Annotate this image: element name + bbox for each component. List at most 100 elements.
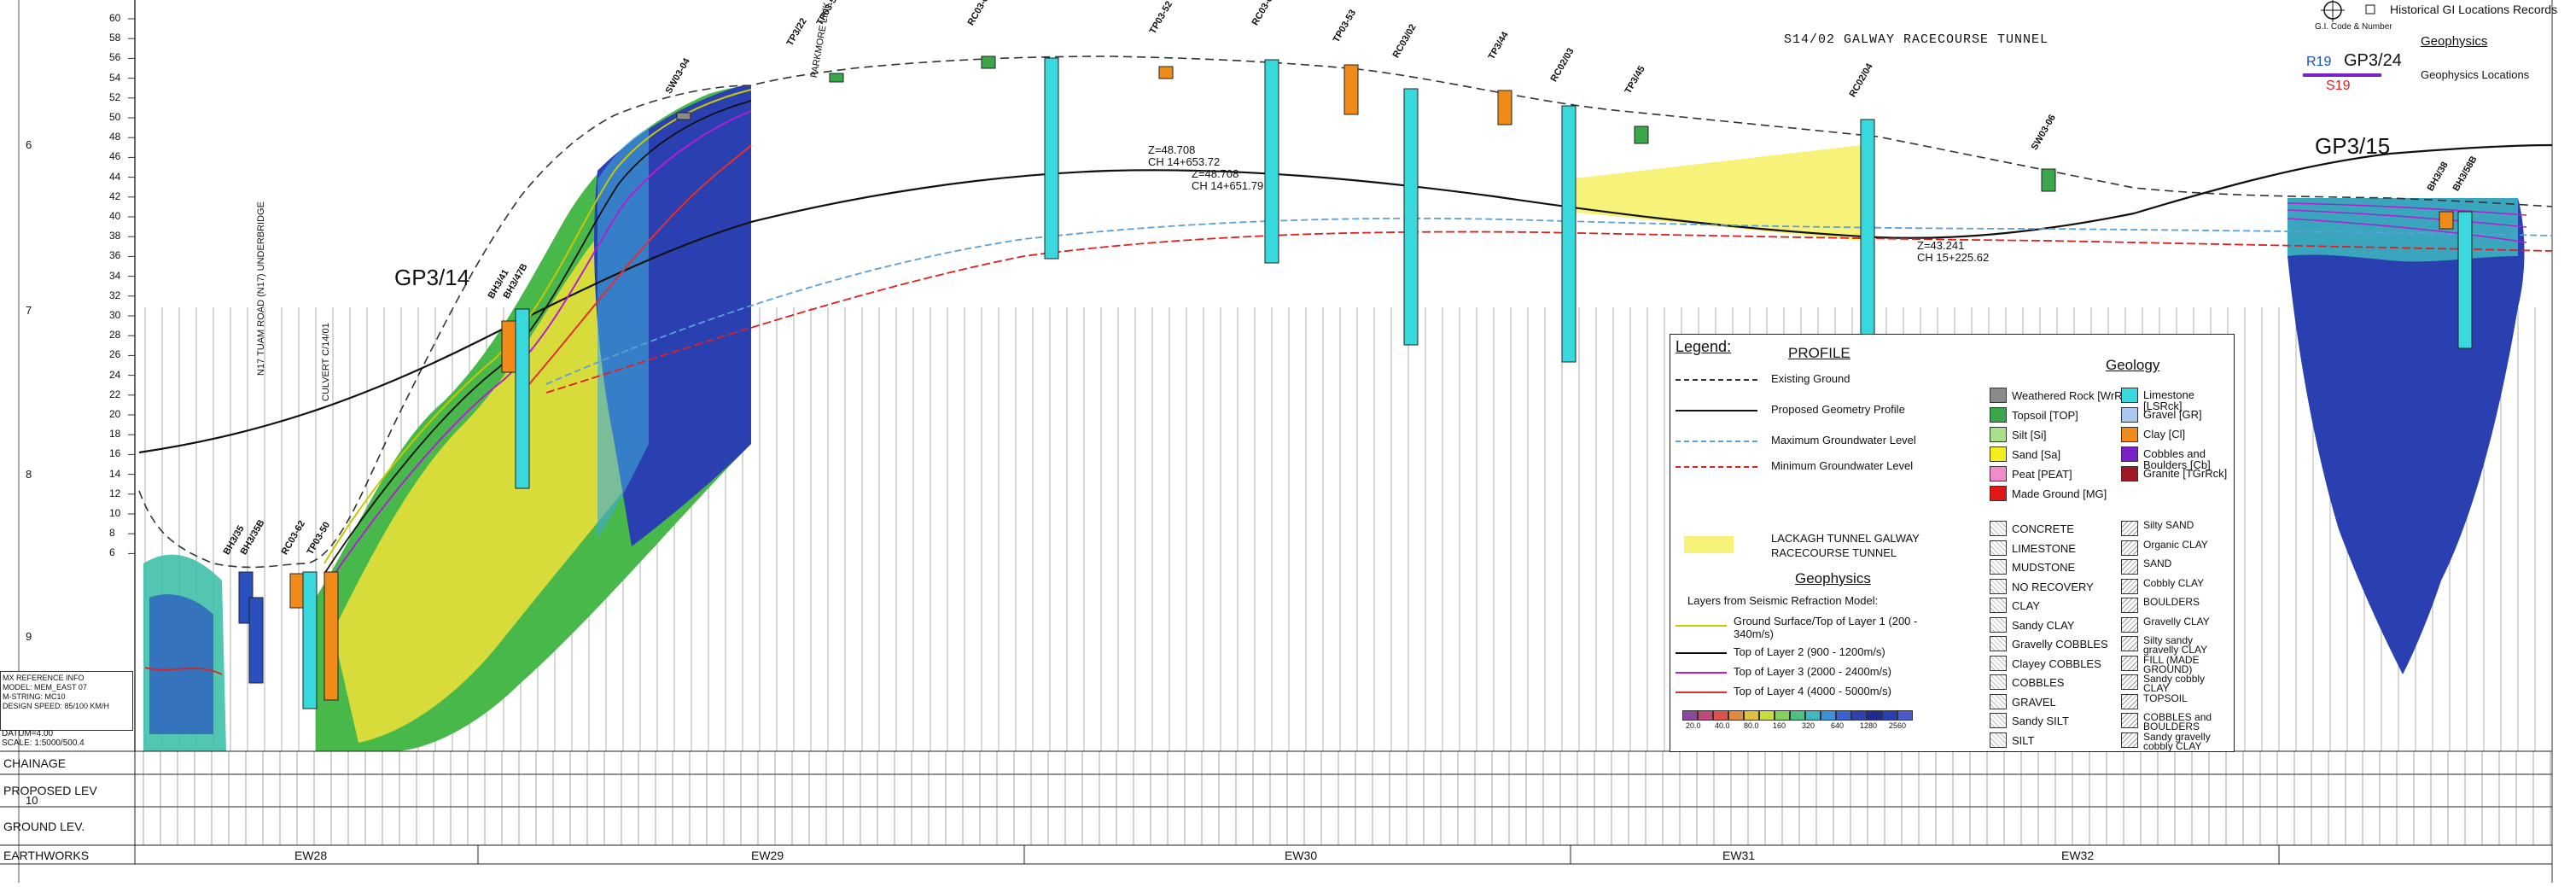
row-marker: 9 <box>26 630 32 643</box>
borehole-column <box>1158 66 1174 79</box>
pattern-label: GRAVEL <box>2012 695 2056 709</box>
scale-cell <box>1836 710 1851 721</box>
borehole-column <box>1044 57 1059 260</box>
legend-panel: Legend: PROFILE Geology Existing Ground … <box>1670 334 2235 752</box>
geology-swatch <box>1990 407 2007 423</box>
scale-cell <box>1882 710 1897 721</box>
elevation-tick-label: 56 <box>109 51 121 64</box>
pattern-swatch <box>1990 674 2007 690</box>
scale-cell <box>1805 710 1821 721</box>
scale-value: 160 <box>1773 721 1786 730</box>
row-marker: 10 <box>26 794 38 807</box>
scale-value: 2560 <box>1889 721 1907 730</box>
borehole-column <box>248 597 264 684</box>
pattern-label: BOULDERS <box>2143 596 2200 608</box>
elevation-tick-label: 20 <box>109 408 121 420</box>
elevation-tick-label: 54 <box>109 71 121 84</box>
scale-value: 640 <box>1831 721 1845 730</box>
borehole-column <box>1264 59 1279 264</box>
scale-cell <box>1744 710 1759 721</box>
earthworks-ew30: EW30 <box>1285 849 1318 862</box>
pattern-swatch <box>1990 693 2007 709</box>
pattern-label: Gravelly COBBLES <box>2012 638 2108 651</box>
geology-swatch <box>2121 427 2138 442</box>
pattern-label: COBBLES <box>2012 676 2065 689</box>
borehole-column <box>302 571 318 709</box>
pattern-label: Cobbly CLAY <box>2143 576 2205 589</box>
geophysics-sub-heading: Geophysics <box>1795 570 1871 586</box>
pattern-swatch <box>1990 578 2007 594</box>
info-line-3: M-STRING: MC10 <box>3 692 66 701</box>
scale-cell <box>1867 710 1882 721</box>
profile-heading: PROFILE <box>1788 345 1850 361</box>
scale-cell <box>1713 710 1728 721</box>
legend-layer4: Top of Layer 4 (4000 - 5000m/s) <box>1734 685 1891 697</box>
geology-label: Topsoil [TOP] <box>2012 409 2078 422</box>
pattern-swatch <box>2121 655 2138 671</box>
pattern-label: NO RECOVERY <box>2012 580 2094 593</box>
legend-min-gw-swatch <box>1676 466 1757 468</box>
legend-max-gw: Maximum Groundwater Level <box>1771 434 1916 446</box>
elevation-tick-label: 30 <box>109 309 121 321</box>
borehole-column <box>1343 64 1359 115</box>
geology-label: Clay [Cl] <box>2143 428 2186 441</box>
gi-location-symbol <box>2321 0 2375 22</box>
datum-label: DATUM=4.00 <box>2 729 54 738</box>
elevation-tick-label: 60 <box>109 12 121 24</box>
elevation-tick-label: 18 <box>109 428 121 441</box>
earthworks-ew31: EW31 <box>1722 849 1756 862</box>
n17-underbridge-note: N17 TUAM ROAD (N17) UNDERBRIDGE <box>256 201 266 376</box>
pattern-label: SILT <box>2012 733 2035 747</box>
pattern-swatch <box>2121 732 2138 748</box>
pattern-swatch <box>1990 521 2007 536</box>
pattern-swatch <box>1990 559 2007 575</box>
legend-layer1: Ground Surface/Top of Layer 1 (200 - 340… <box>1734 615 1918 640</box>
geology-label: Limestone [LSRck] <box>2143 388 2194 412</box>
elevation-tick-label: 52 <box>109 90 121 103</box>
legend-layer1-swatch <box>1676 625 1727 627</box>
pattern-label: Organic CLAY <box>2143 538 2208 551</box>
scale-value: 40.0 <box>1715 721 1730 730</box>
elevation-tick-label: 44 <box>109 170 121 183</box>
max-groundwater-line <box>545 217 2553 385</box>
pattern-swatch <box>2121 540 2138 556</box>
pattern-swatch <box>2121 713 2138 728</box>
legend-tunnel: LACKAGH TUNNEL GALWAY RACECOURSE TUNNEL <box>1771 532 1920 559</box>
reference-info-box: MX REFERENCE INFO MODEL: MEM_EAST 07 M-S… <box>0 671 133 731</box>
scale-cell <box>1775 710 1790 721</box>
scale-label: SCALE: 1:5000/500.4 <box>2 738 85 748</box>
pattern-label: Clayey COBBLES <box>2012 656 2101 670</box>
pattern-label: LIMESTONE <box>2012 541 2076 555</box>
geology-swatch <box>2121 407 2138 423</box>
pattern-label: CONCRETE <box>2012 522 2074 535</box>
seismic-layer-3-line <box>323 110 752 590</box>
elevation-tick-label: 22 <box>109 388 121 400</box>
scale-cell <box>1682 710 1698 721</box>
borehole-column <box>676 112 691 120</box>
earthworks-ew32: EW32 <box>2061 849 2095 862</box>
elevation-axis <box>128 18 135 554</box>
row-marker: 6 <box>26 138 32 151</box>
culvert-note: CULVERT C/14/01 <box>321 323 331 401</box>
borehole-column <box>501 320 516 373</box>
elevation-tick-label: 48 <box>109 131 121 143</box>
elevation-tick-label: 32 <box>109 289 121 301</box>
legend-existing-ground: Existing Ground <box>1771 372 1850 385</box>
pattern-label: Gravelly CLAY <box>2143 615 2210 627</box>
borehole-column <box>1561 105 1576 363</box>
scale-cell <box>1897 710 1913 721</box>
elevation-tick-label: 42 <box>109 190 121 202</box>
pattern-label: COBBLES and BOULDERS <box>2143 711 2212 732</box>
scale-cell <box>1728 710 1744 721</box>
seismic-body-gp3-14-teal <box>597 128 649 538</box>
scale-value: 1280 <box>1860 721 1878 730</box>
gp3-15-label: GP3/15 <box>2315 133 2391 159</box>
legend-tunnel-swatch <box>1684 536 1734 553</box>
seismic-layer-lines-gp3-15 <box>2287 202 2527 243</box>
historical-gi-label: Historical GI Locations Records <box>2390 3 2558 16</box>
pattern-swatch <box>2121 521 2138 536</box>
elevation-tick-label: 26 <box>109 348 121 361</box>
geology-swatch <box>1990 388 2007 403</box>
elevation-tick-label: 8 <box>109 527 115 540</box>
